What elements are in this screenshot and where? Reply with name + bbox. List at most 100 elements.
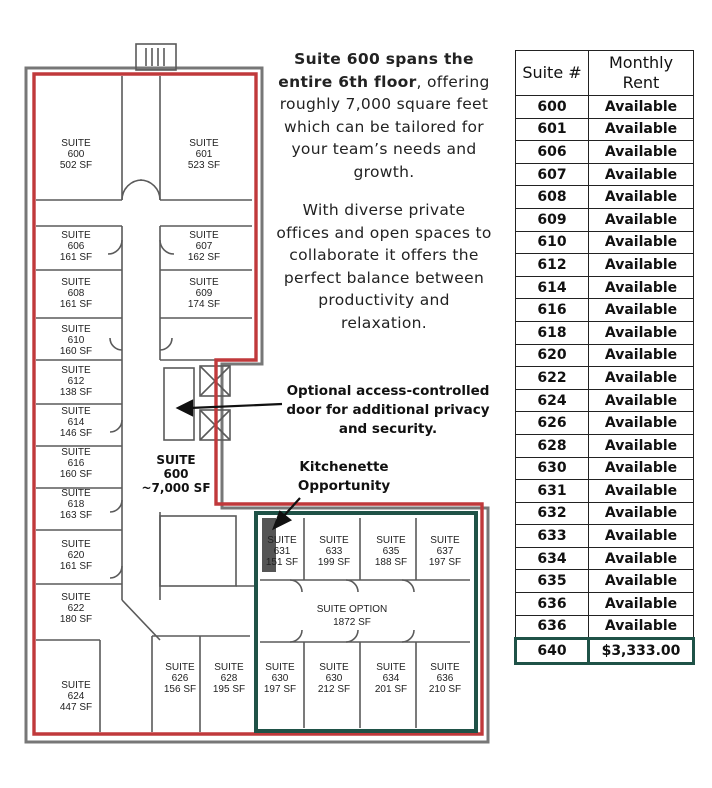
room-number: 612	[68, 376, 85, 387]
kitchenette-arrow	[271, 497, 301, 531]
room-number: 614	[68, 417, 85, 428]
room-area: 212 SF	[318, 684, 350, 695]
room-label: SUITE	[61, 230, 91, 241]
rent-cell: Available	[588, 366, 694, 390]
room-area: 197 SF	[264, 684, 296, 695]
room-label: SUITE	[267, 535, 297, 546]
room-label: SUITE	[189, 277, 219, 288]
floor-label-line1: SUITE	[156, 453, 195, 467]
room-label: SUITE	[319, 662, 349, 673]
access-door-callout: Optional access-controlled door for addi…	[286, 383, 490, 437]
rent-cell: Available	[588, 140, 694, 164]
floor-center-label: SUITE 600 ~7,000 SF	[141, 453, 210, 495]
rent-cell: Available	[588, 388, 694, 413]
rent-cell: Available	[588, 524, 694, 548]
room-label: SUITE	[189, 138, 219, 149]
option-label-line1: SUITE OPTION	[317, 604, 388, 615]
room-label: SUITE	[61, 365, 91, 376]
floor-outline	[32, 72, 484, 736]
suite-cell: 633	[515, 524, 589, 548]
suite-cell: 618	[515, 320, 589, 345]
room-number: 620	[68, 550, 85, 561]
walls	[24, 43, 490, 744]
room-area: 161 SF	[60, 299, 92, 310]
room-number: 637	[437, 546, 454, 557]
room-area: 174 SF	[188, 299, 220, 310]
room-area: 210 SF	[429, 684, 461, 695]
rent-cell: Available	[588, 411, 694, 435]
room-label: SUITE	[61, 277, 91, 288]
rent-cell: Available	[588, 343, 694, 368]
header-rent-line1: Monthly	[608, 53, 674, 72]
rent-cell: Available	[588, 569, 694, 594]
room-area: 195 SF	[213, 684, 245, 695]
room-area: 523 SF	[188, 160, 220, 171]
room-number: 609	[196, 288, 213, 299]
suite-cell: 634	[515, 546, 589, 571]
floor-label-line3: ~7,000 SF	[141, 481, 210, 495]
suite-cell: 626	[515, 411, 589, 435]
room-label: SUITE	[61, 488, 91, 499]
suite-cell: 606	[515, 140, 589, 164]
rent-cell: Available	[588, 456, 694, 481]
rent-cell: Available	[588, 207, 694, 232]
suite-cell: 624	[515, 388, 589, 413]
header-suite: Suite #	[515, 50, 589, 96]
room-number: 618	[68, 499, 85, 510]
rent-cell: Available	[588, 117, 694, 142]
room-label: SUITE	[376, 662, 406, 673]
highlighted-row: 640$3,333.00	[514, 637, 695, 665]
rent-cell: Available	[588, 501, 694, 526]
rent-cell: Available	[588, 298, 694, 322]
room-number: 626	[172, 673, 189, 684]
room-area: 161 SF	[60, 252, 92, 263]
suite-cell: 600	[515, 95, 589, 119]
room-number: 622	[68, 603, 85, 614]
rent-cell: Available	[588, 275, 694, 300]
room-area: 151 SF	[266, 557, 298, 568]
room-label: SUITE	[61, 680, 91, 691]
suite-cell: 636	[515, 614, 589, 640]
option-label-line2: 1872 SF	[333, 617, 371, 628]
suite-cell: 631	[515, 479, 589, 503]
room-number: 630	[326, 673, 343, 684]
rent-cell: Available	[588, 479, 694, 503]
rent-cell: Available	[588, 433, 694, 458]
suite-cell: 636	[515, 592, 589, 616]
suite-option-outline	[254, 511, 478, 733]
room-label: SUITE	[430, 535, 460, 546]
room-label: SUITE	[61, 406, 91, 417]
room-number: 634	[383, 673, 400, 684]
room-number: 624	[68, 691, 85, 702]
